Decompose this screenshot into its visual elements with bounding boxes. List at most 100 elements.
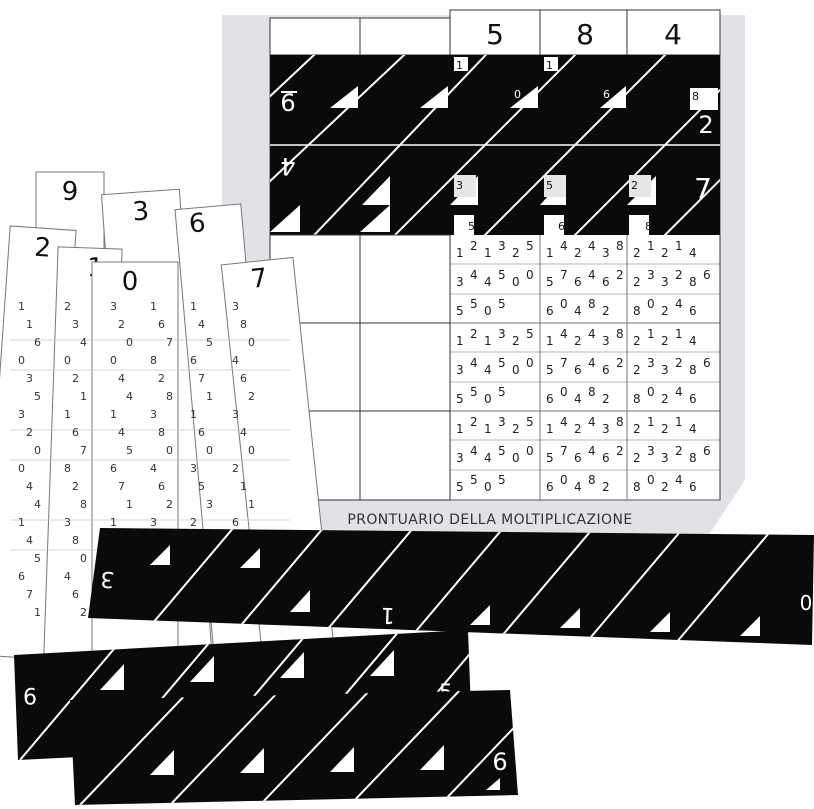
grid-digit: 8 bbox=[689, 275, 697, 289]
grid-digit: 4 bbox=[588, 356, 596, 370]
grid-digit: 4 bbox=[689, 422, 697, 436]
grid-digit: 3 bbox=[661, 363, 669, 377]
card-digit-small: 4 bbox=[118, 426, 125, 439]
grid-digit: 2 bbox=[661, 422, 669, 436]
card-digit-small: 7 bbox=[198, 372, 205, 385]
card-digit-small: 6 bbox=[198, 426, 205, 439]
grid-digit: 6 bbox=[703, 268, 711, 282]
grid-digit: 5 bbox=[526, 239, 534, 253]
corner-number: 6 bbox=[558, 220, 565, 233]
grid-digit: 1 bbox=[546, 334, 554, 348]
grid-digit: 4 bbox=[588, 415, 596, 429]
card-digit: 0 bbox=[122, 267, 139, 297]
card-digit-small: 5 bbox=[34, 552, 41, 565]
grid-digit: 5 bbox=[498, 268, 506, 282]
grid-digit: 4 bbox=[689, 246, 697, 260]
grid-digit: 1 bbox=[647, 415, 655, 429]
grid-digit: 5 bbox=[456, 304, 464, 318]
grid-digit: 0 bbox=[512, 275, 520, 289]
grid-digit: 6 bbox=[546, 392, 554, 406]
grid-digit: 2 bbox=[661, 392, 669, 406]
grid-digit: 3 bbox=[602, 422, 610, 436]
grid-digit: 0 bbox=[484, 480, 492, 494]
grid-digit: 6 bbox=[703, 444, 711, 458]
card-digit: 9 bbox=[62, 177, 79, 207]
card-digit-small: 1 bbox=[206, 390, 213, 403]
card-digit-small: 3 bbox=[190, 462, 197, 475]
card-digit-small: 2 bbox=[26, 426, 33, 439]
grid-digit: 1 bbox=[484, 246, 492, 260]
grid-digit: 4 bbox=[574, 392, 582, 406]
grid-digit: 4 bbox=[484, 275, 492, 289]
card-digit-small: 2 bbox=[72, 480, 79, 493]
grid-digit: 2 bbox=[602, 480, 610, 494]
card-digit-small: 0 bbox=[18, 354, 25, 367]
grid-digit: 6 bbox=[602, 275, 610, 289]
grid-digit: 4 bbox=[588, 444, 596, 458]
grid-digit: 0 bbox=[560, 473, 568, 487]
grid-digit: 1 bbox=[484, 334, 492, 348]
board-caption: PRONTUARIO DELLA MOLTIPLICAZIONE bbox=[290, 512, 690, 528]
grid-digit: 0 bbox=[484, 392, 492, 406]
card-digit-small: 8 bbox=[166, 390, 173, 403]
card-digit-small: 3 bbox=[110, 300, 117, 313]
grid-digit: 3 bbox=[498, 327, 506, 341]
card-digit-small: 1 bbox=[26, 318, 33, 331]
grid-digit: 5 bbox=[546, 363, 554, 377]
grid-digit: 1 bbox=[675, 327, 683, 341]
grid-digit: 4 bbox=[484, 363, 492, 377]
grid-digit: 0 bbox=[560, 385, 568, 399]
card-digit-small: 4 bbox=[198, 318, 205, 331]
card-digit-small: 0 bbox=[34, 444, 41, 457]
strip-digit-1-rotated: 1 bbox=[380, 602, 395, 627]
grid-digit: 5 bbox=[456, 392, 464, 406]
grid-digit: 6 bbox=[546, 480, 554, 494]
grid-digit: 5 bbox=[456, 480, 464, 494]
grid-digit: 0 bbox=[526, 444, 534, 458]
grid-digit: 4 bbox=[588, 239, 596, 253]
card-digit-small: 4 bbox=[150, 462, 157, 475]
grid-digit: 5 bbox=[526, 415, 534, 429]
card-digit-small: 4 bbox=[26, 480, 33, 493]
grid-digit: 4 bbox=[689, 334, 697, 348]
grid-digit: 4 bbox=[588, 268, 596, 282]
card-digit-small: 6 bbox=[158, 480, 165, 493]
grid-digit: 2 bbox=[675, 444, 683, 458]
card-digit-small: 3 bbox=[232, 300, 239, 313]
card-digit-small: 0 bbox=[64, 354, 71, 367]
card-digit-small: 8 bbox=[240, 318, 247, 331]
corner-number: 8 bbox=[692, 90, 699, 103]
grid-digit: 8 bbox=[689, 363, 697, 377]
card-digit-small: 5 bbox=[34, 390, 41, 403]
card-digit-small: 4 bbox=[240, 426, 247, 439]
card-digit-small: 1 bbox=[190, 408, 197, 421]
grid-digit: 6 bbox=[602, 363, 610, 377]
grid-digit: 2 bbox=[574, 422, 582, 436]
grid-digit: 3 bbox=[661, 451, 669, 465]
card-digit-small: 2 bbox=[64, 300, 71, 313]
card-digit-small: 1 bbox=[150, 300, 157, 313]
card-digit-small: 0 bbox=[166, 444, 173, 457]
black-strip-bottom: 6 bbox=[70, 690, 550, 805]
grid-digit: 8 bbox=[616, 239, 624, 253]
card-digit-small: 6 bbox=[18, 570, 25, 583]
grid-digit: 8 bbox=[689, 451, 697, 465]
strip-digit-0: 0 bbox=[800, 591, 813, 615]
card-digit: 6 bbox=[188, 208, 207, 239]
grid-digit: 5 bbox=[498, 473, 506, 487]
corner-number: 6 bbox=[603, 88, 610, 101]
card-digit-small: 5 bbox=[126, 444, 133, 457]
card-digit-small: 4 bbox=[126, 390, 133, 403]
card-digit-small: 0 bbox=[18, 462, 25, 475]
grid-digit: 1 bbox=[675, 239, 683, 253]
grid-digit: 1 bbox=[675, 415, 683, 429]
corner-number: 5 bbox=[546, 179, 553, 192]
grid-digit: 3 bbox=[647, 444, 655, 458]
grid-digit: 7 bbox=[560, 268, 568, 282]
grid-digit: 8 bbox=[588, 473, 596, 487]
header-digit-4: 4 bbox=[664, 18, 682, 51]
grid-digit: 6 bbox=[602, 451, 610, 465]
grid-digit: 2 bbox=[616, 268, 624, 282]
card-digit-small: 3 bbox=[150, 408, 157, 421]
